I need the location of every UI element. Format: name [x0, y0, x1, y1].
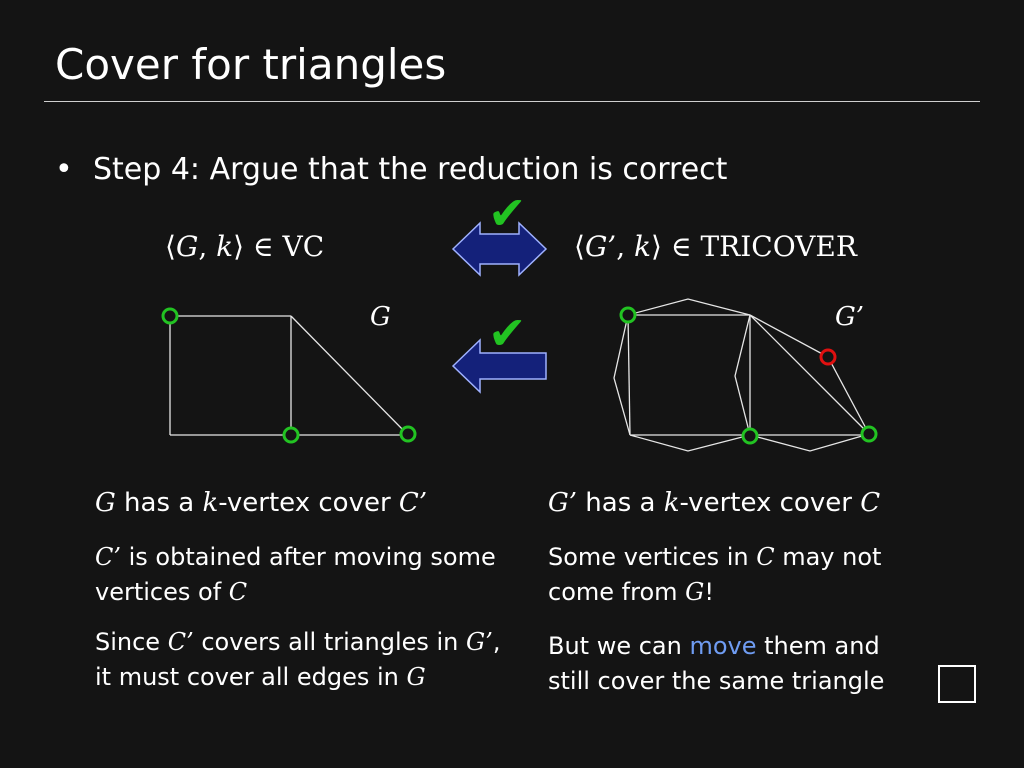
check-icon: ✔ — [488, 306, 527, 360]
cover-vertex — [282, 426, 300, 444]
step-text: Step 4: Argue that the reduction is corr… — [93, 152, 728, 187]
graph-edge — [613, 314, 631, 436]
formula-g: G — [175, 230, 199, 263]
graph-g-prime — [613, 298, 870, 452]
page-title: Cover for triangles — [55, 40, 447, 89]
graph-g-prime-label: G’ — [835, 302, 865, 332]
text: has a — [115, 488, 203, 518]
math-g: G — [406, 663, 426, 691]
text: But we can — [548, 632, 690, 660]
left-heading: G has a k-vertex cover C’ — [95, 488, 427, 518]
graph-edge — [627, 314, 631, 436]
text: covers all triangles in — [193, 628, 467, 656]
left-paragraph-2: Since C’ covers all triangles in G’, it … — [95, 625, 505, 695]
math-g-prime: G’ — [466, 628, 493, 656]
math-c: C — [860, 488, 881, 518]
formula-open: ⟨ — [165, 230, 176, 263]
graph-edge — [629, 434, 751, 452]
math-c: C — [228, 578, 248, 606]
text: , it must cover all edges in — [95, 628, 501, 691]
text: -vertex cover — [218, 488, 399, 518]
right-paragraph-1: Some vertices in C may not come from G! — [548, 540, 928, 610]
left-paragraph-1: C’ is obtained after moving some vertice… — [95, 540, 505, 610]
formula-close: ⟩ — [651, 230, 662, 263]
text: may not come from — [548, 543, 882, 606]
math-c: C — [756, 543, 775, 571]
formula-tricover: ⟨G’, k⟩ ∈ TRICOVER — [574, 230, 857, 263]
math-g: G — [95, 488, 116, 518]
left-arrow-icon — [451, 338, 547, 394]
graph-edge — [627, 298, 751, 316]
formula-comma: , — [616, 230, 635, 263]
text: -vertex cover — [679, 488, 861, 518]
cover-vertex — [741, 427, 759, 445]
qed-box-icon — [938, 665, 976, 703]
text: them and still cover the same triangle — [548, 632, 885, 695]
graph-g — [169, 315, 409, 436]
formula-vc: ⟨G, k⟩ ∈ VC — [165, 230, 324, 263]
cover-vertex — [860, 425, 878, 443]
graph-edge — [749, 433, 870, 452]
graph-g-label: G — [370, 302, 391, 332]
cover-vertex — [619, 306, 637, 324]
formula-open: ⟨ — [574, 230, 585, 263]
graph-edge — [290, 315, 409, 436]
formula-comma: , — [198, 230, 217, 263]
graph-g-vertices — [161, 307, 417, 444]
math-c-prime: C’ — [95, 543, 121, 571]
right-paragraph-2: But we can move them and still cover the… — [548, 629, 928, 699]
move-highlight: move — [689, 632, 757, 660]
moved-vertex — [819, 348, 837, 366]
formula-k: k — [216, 230, 234, 263]
title-divider — [44, 101, 980, 102]
text: Some vertices in — [548, 543, 757, 571]
formula-rest: ∈ VC — [244, 230, 325, 263]
formula-k: k — [634, 230, 651, 263]
text: ! — [704, 578, 714, 606]
double-arrow-icon — [451, 221, 548, 277]
graph-g-prime-vertices — [619, 306, 878, 445]
formula-g-prime: G’ — [584, 230, 617, 263]
graph-edge — [734, 314, 751, 436]
graph-edge — [749, 314, 870, 435]
bullet-marker: • — [55, 152, 73, 187]
math-g-prime: G’ — [548, 488, 578, 518]
text: has a — [577, 488, 664, 518]
math-k: k — [663, 488, 680, 518]
math-g: G — [685, 578, 705, 606]
right-heading: G’ has a k-vertex cover C — [548, 488, 880, 518]
math-c-prime: C’ — [167, 628, 194, 656]
math-c-prime: C’ — [398, 488, 428, 518]
cover-vertex — [399, 425, 417, 443]
cover-vertex — [161, 307, 179, 325]
math-k: k — [202, 488, 219, 518]
text: is obtained after moving some vertices o… — [95, 543, 496, 606]
text: Since — [95, 628, 168, 656]
formula-rest: ∈ TRICOVER — [661, 230, 857, 263]
formula-close: ⟩ — [233, 230, 245, 263]
